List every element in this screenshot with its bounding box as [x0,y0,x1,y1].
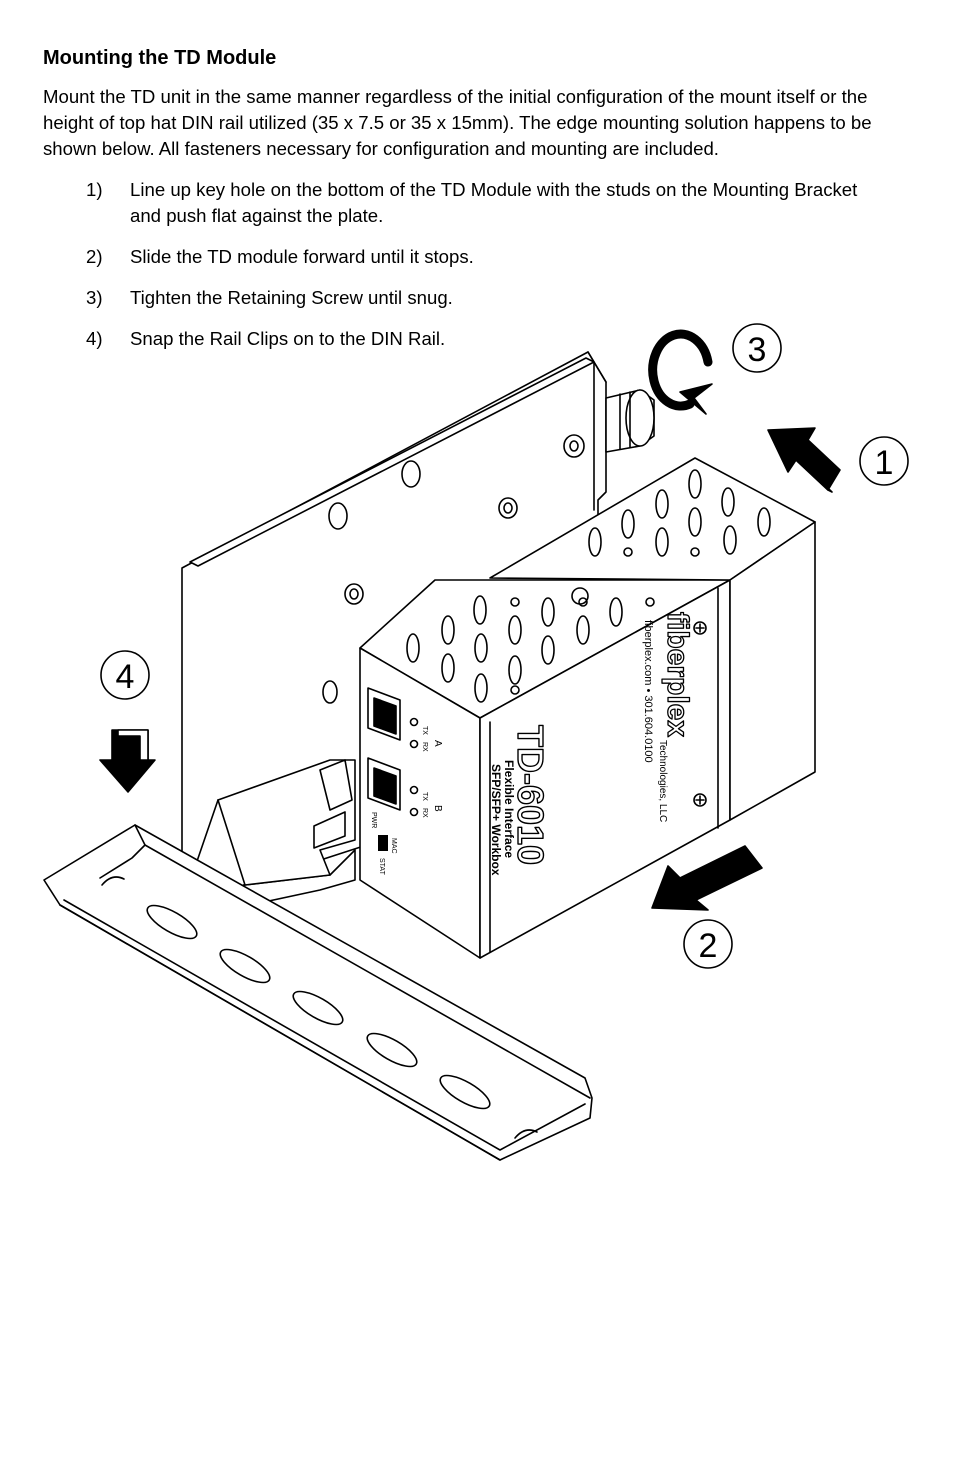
arrow-step-4-icon [99,729,156,793]
port-b-rx-label: RX [421,808,428,818]
step-item: 1) Line up key hole on the bottom of the… [86,177,876,229]
callout-1: 1 [859,436,909,486]
callout-1-number: 1 [875,444,894,482]
step-text: Tighten the Retaining Screw until snug. [130,287,453,308]
device-subtitle-1: Flexible Interface [502,760,516,858]
arrow-step-1-icon [767,427,841,493]
callout-2-number: 2 [699,927,718,965]
device-model-label: TD-6010 [510,725,551,865]
td-module: A TX RX B TX RX PWR MAC STAT TD-6010 Fle… [359,457,816,959]
mac-label: MAC [390,838,397,854]
step-number: 3) [86,287,103,308]
step-item: 4) Snap the Rail Clips on to the DIN Rai… [86,326,876,352]
brand-sub-label: Technologies, LLC [657,740,668,822]
power-switch [378,835,388,851]
steps-list: 1) Line up key hole on the bottom of the… [86,177,876,367]
callout-4-number: 4 [116,658,135,696]
port-a-label: A [432,740,443,747]
pwr-label: PWR [370,812,377,828]
stat-label: STAT [378,858,385,876]
step-number: 4) [86,328,103,349]
step-number: 2) [86,246,103,267]
intro-paragraph: Mount the TD unit in the same manner reg… [43,86,872,159]
brand-contact-label: fiberplex.com • 301.604.0100 [642,620,654,763]
port-b-label: B [432,805,443,812]
step-text: Line up key hole on the bottom of the TD… [130,179,858,226]
section-heading: Mounting the TD Module [43,47,277,69]
step-item: 2) Slide the TD module forward until it … [86,244,876,270]
callout-4: 4 [100,650,150,700]
brand-logo: fiberplex [661,612,694,737]
din-rail [43,824,593,1161]
step-item: 3) Tighten the Retaining Screw until snu… [86,285,876,311]
port-a-tx-label: TX [421,726,428,735]
step-number: 1) [86,179,103,200]
device-subtitle-2: SFP/SFP+ Workbox [489,764,503,876]
vent-slots [406,469,771,703]
port-a-rx-label: RX [421,742,428,752]
sfp-port-b [367,757,419,817]
sfp-port-a [367,687,419,749]
step-text: Snap the Rail Clips on to the DIN Rail. [130,328,446,349]
port-b-tx-label: TX [421,792,428,801]
retaining-screw [605,389,655,453]
arrow-step-2-icon [651,845,763,911]
mounting-bracket [181,351,607,931]
callout-2: 2 [683,919,733,969]
step-text: Slide the TD module forward until it sto… [130,246,474,267]
